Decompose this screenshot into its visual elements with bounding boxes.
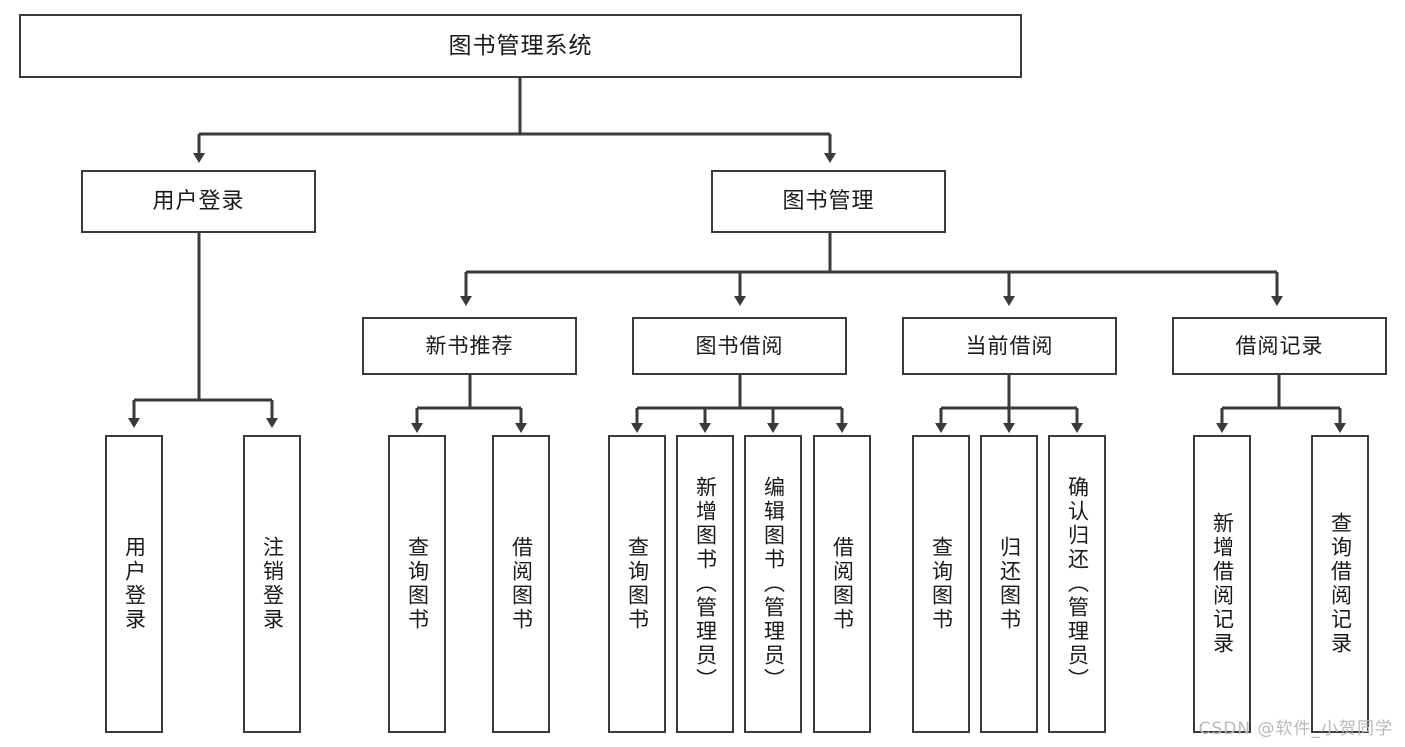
node-label: 用户登录 bbox=[122, 536, 147, 632]
node-borrow-records[interactable]: 借阅记录 bbox=[1172, 317, 1387, 375]
leaf-current-confirm-return-admin[interactable]: 确认归还（管理员） bbox=[1048, 435, 1106, 733]
node-new-book-recommend[interactable]: 新书推荐 bbox=[362, 317, 577, 375]
node-label: 借阅图书 bbox=[509, 536, 534, 632]
node-label: 借阅记录 bbox=[1235, 333, 1324, 358]
node-label: 查询借阅记录 bbox=[1328, 512, 1353, 656]
node-label: 图书管理系统 bbox=[448, 32, 593, 59]
node-label: 查询图书 bbox=[625, 536, 650, 632]
node-label: 归还图书 bbox=[997, 536, 1022, 632]
node-label: 用户登录 bbox=[152, 188, 245, 214]
leaf-records-query-record[interactable]: 查询借阅记录 bbox=[1311, 435, 1369, 733]
leaf-recommend-query-book[interactable]: 查询图书 bbox=[388, 435, 446, 733]
node-label: 新书推荐 bbox=[425, 333, 514, 358]
leaf-user-login-login[interactable]: 用户登录 bbox=[105, 435, 163, 733]
leaf-current-query-book[interactable]: 查询图书 bbox=[912, 435, 970, 733]
node-label: 当前借阅 bbox=[965, 333, 1054, 358]
node-label: 查询图书 bbox=[929, 536, 954, 632]
node-book-borrow[interactable]: 图书借阅 bbox=[632, 317, 847, 375]
node-label: 注销登录 bbox=[260, 536, 285, 632]
leaf-recommend-borrow-book[interactable]: 借阅图书 bbox=[492, 435, 550, 733]
node-label: 借阅图书 bbox=[830, 536, 855, 632]
leaf-borrow-borrow-book[interactable]: 借阅图书 bbox=[813, 435, 871, 733]
node-label: 图书管理 bbox=[782, 188, 875, 214]
node-label: 新增图书（管理员） bbox=[693, 476, 718, 692]
leaf-current-return-book[interactable]: 归还图书 bbox=[980, 435, 1038, 733]
leaf-user-login-logout[interactable]: 注销登录 bbox=[243, 435, 301, 733]
node-label: 确认归还（管理员） bbox=[1065, 476, 1090, 692]
leaf-borrow-edit-book-admin[interactable]: 编辑图书（管理员） bbox=[744, 435, 802, 733]
node-user-login[interactable]: 用户登录 bbox=[81, 170, 316, 233]
node-label: 新增借阅记录 bbox=[1210, 512, 1235, 656]
node-book-management[interactable]: 图书管理 bbox=[711, 170, 946, 233]
node-root-system[interactable]: 图书管理系统 bbox=[19, 14, 1022, 78]
node-current-borrow[interactable]: 当前借阅 bbox=[902, 317, 1117, 375]
leaf-records-add-record[interactable]: 新增借阅记录 bbox=[1193, 435, 1251, 733]
node-label: 查询图书 bbox=[405, 536, 430, 632]
watermark-text: CSDN @软件_小贺同学 bbox=[1198, 719, 1393, 739]
leaf-borrow-query-book[interactable]: 查询图书 bbox=[608, 435, 666, 733]
node-label: 编辑图书（管理员） bbox=[761, 476, 786, 692]
leaf-borrow-add-book-admin[interactable]: 新增图书（管理员） bbox=[676, 435, 734, 733]
node-label: 图书借阅 bbox=[695, 333, 784, 358]
